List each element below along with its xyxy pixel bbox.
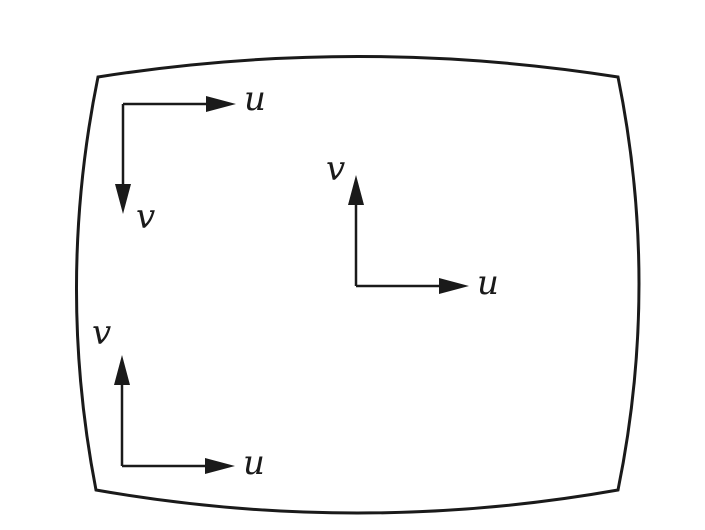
v-arrowhead-icon — [114, 355, 130, 385]
v-arrowhead-icon — [348, 175, 364, 205]
u-label: u — [244, 79, 266, 119]
u-arrowhead-icon — [206, 96, 236, 112]
u-arrowhead-icon — [205, 458, 235, 474]
v-label: v — [326, 149, 345, 189]
coordinate-system-top-left: u v — [115, 79, 266, 237]
v-label: v — [136, 197, 155, 237]
u-arrowhead-icon — [439, 278, 469, 294]
coordinate-system-bottom-left: u v — [92, 313, 265, 483]
coordinate-system-center: u v — [326, 149, 499, 303]
distorted-image-frame — [74, 55, 641, 515]
u-label: u — [477, 263, 499, 303]
v-label: v — [92, 313, 111, 353]
v-arrowhead-icon — [115, 184, 131, 214]
u-label: u — [243, 443, 265, 483]
